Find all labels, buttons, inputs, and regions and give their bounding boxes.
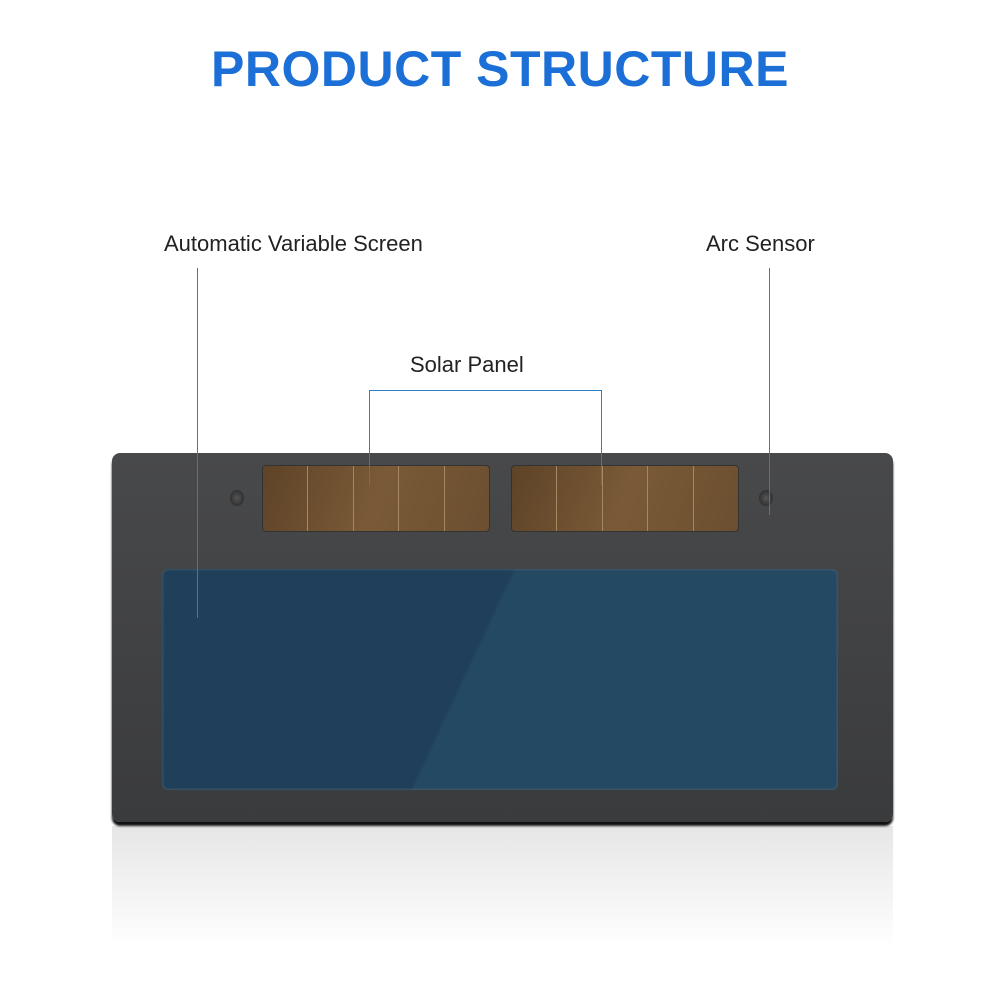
leader-line-sensor [769,268,770,515]
leader-line-solar-right [601,390,602,485]
variable-screen [162,569,838,790]
page-title: PRODUCT STRUCTURE [211,41,789,97]
reflection [112,826,893,1000]
arc-sensor [759,490,773,506]
leader-bracket-solar [369,390,602,391]
screw-dot [230,490,244,506]
label-solar: Solar Panel [410,352,524,377]
label-sensor: Arc Sensor [706,231,815,256]
solar-panel-left [262,465,490,532]
label-screen: Automatic Variable Screen [164,231,423,256]
solar-panel-right [511,465,739,532]
leader-line-screen [197,268,198,618]
leader-line-solar-left [369,390,370,485]
